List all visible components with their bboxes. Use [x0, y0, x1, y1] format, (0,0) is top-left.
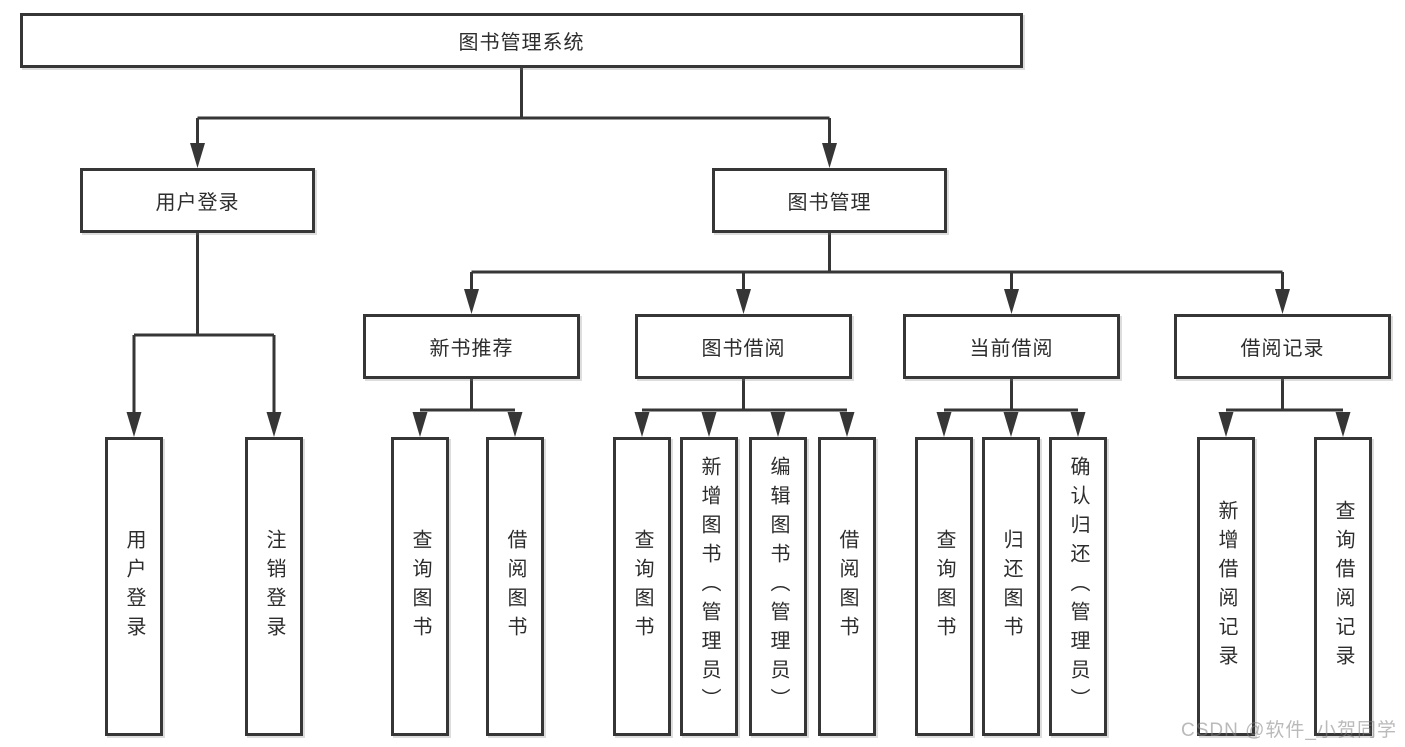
node-label: 用户登录 [155, 192, 240, 214]
node-user-login: 用户登录 [80, 168, 315, 233]
node-label: 当前借阅 [969, 338, 1054, 360]
node-library-management-system: 图书管理系统 [20, 13, 1023, 68]
leaf-logout: 注销登录 [245, 437, 303, 736]
node-label: 查询借阅记录 [1332, 499, 1354, 674]
node-label: 注销登录 [263, 528, 285, 645]
leaf-confirm-return-admin: 确认归还（管理员） [1049, 437, 1107, 736]
node-borrowing-records: 借阅记录 [1174, 314, 1391, 379]
node-label: 借阅记录 [1240, 338, 1325, 360]
leaf-query-borrow-record: 查询借阅记录 [1314, 437, 1372, 736]
connector-arrowheads [126, 143, 1351, 437]
node-label: 查询图书 [409, 528, 431, 645]
leaf-add-borrow-record: 新增借阅记录 [1197, 437, 1255, 736]
node-label: 新书推荐 [429, 338, 514, 360]
node-label: 图书管理 [787, 192, 872, 214]
node-book-management: 图书管理 [712, 168, 947, 233]
node-label: 编辑图书（管理员） [767, 456, 789, 717]
node-label: 归还图书 [1000, 528, 1022, 645]
csdn-watermark: CSDN @软件_小贺同学 [1181, 720, 1397, 741]
node-label: 图书管理系统 [458, 32, 585, 54]
node-label: 确认归还（管理员） [1067, 456, 1089, 717]
connector-lines [132, 68, 1343, 415]
leaf-query-books-recommend: 查询图书 [391, 437, 449, 736]
node-label: 新增图书（管理员） [698, 456, 720, 717]
node-label: 借阅图书 [504, 528, 526, 645]
leaf-return-books: 归还图书 [982, 437, 1040, 736]
leaf-query-books-borrow: 查询图书 [613, 437, 671, 736]
leaf-edit-books-admin: 编辑图书（管理员） [749, 437, 807, 736]
node-label: 用户登录 [123, 528, 145, 645]
node-current-borrowing: 当前借阅 [903, 314, 1120, 379]
leaf-query-books-current: 查询图书 [915, 437, 973, 736]
leaf-user-login: 用户登录 [105, 437, 163, 736]
node-label: 查询图书 [933, 528, 955, 645]
leaf-borrow-books-recommend: 借阅图书 [486, 437, 544, 736]
node-book-borrowing: 图书借阅 [635, 314, 852, 379]
leaf-borrow-books: 借阅图书 [818, 437, 876, 736]
node-label: 图书借阅 [701, 338, 786, 360]
node-new-book-recommendation: 新书推荐 [363, 314, 580, 379]
node-label: 借阅图书 [836, 528, 858, 645]
node-label: 新增借阅记录 [1215, 499, 1237, 674]
node-label: 查询图书 [631, 528, 653, 645]
leaf-add-books-admin: 新增图书（管理员） [680, 437, 738, 736]
